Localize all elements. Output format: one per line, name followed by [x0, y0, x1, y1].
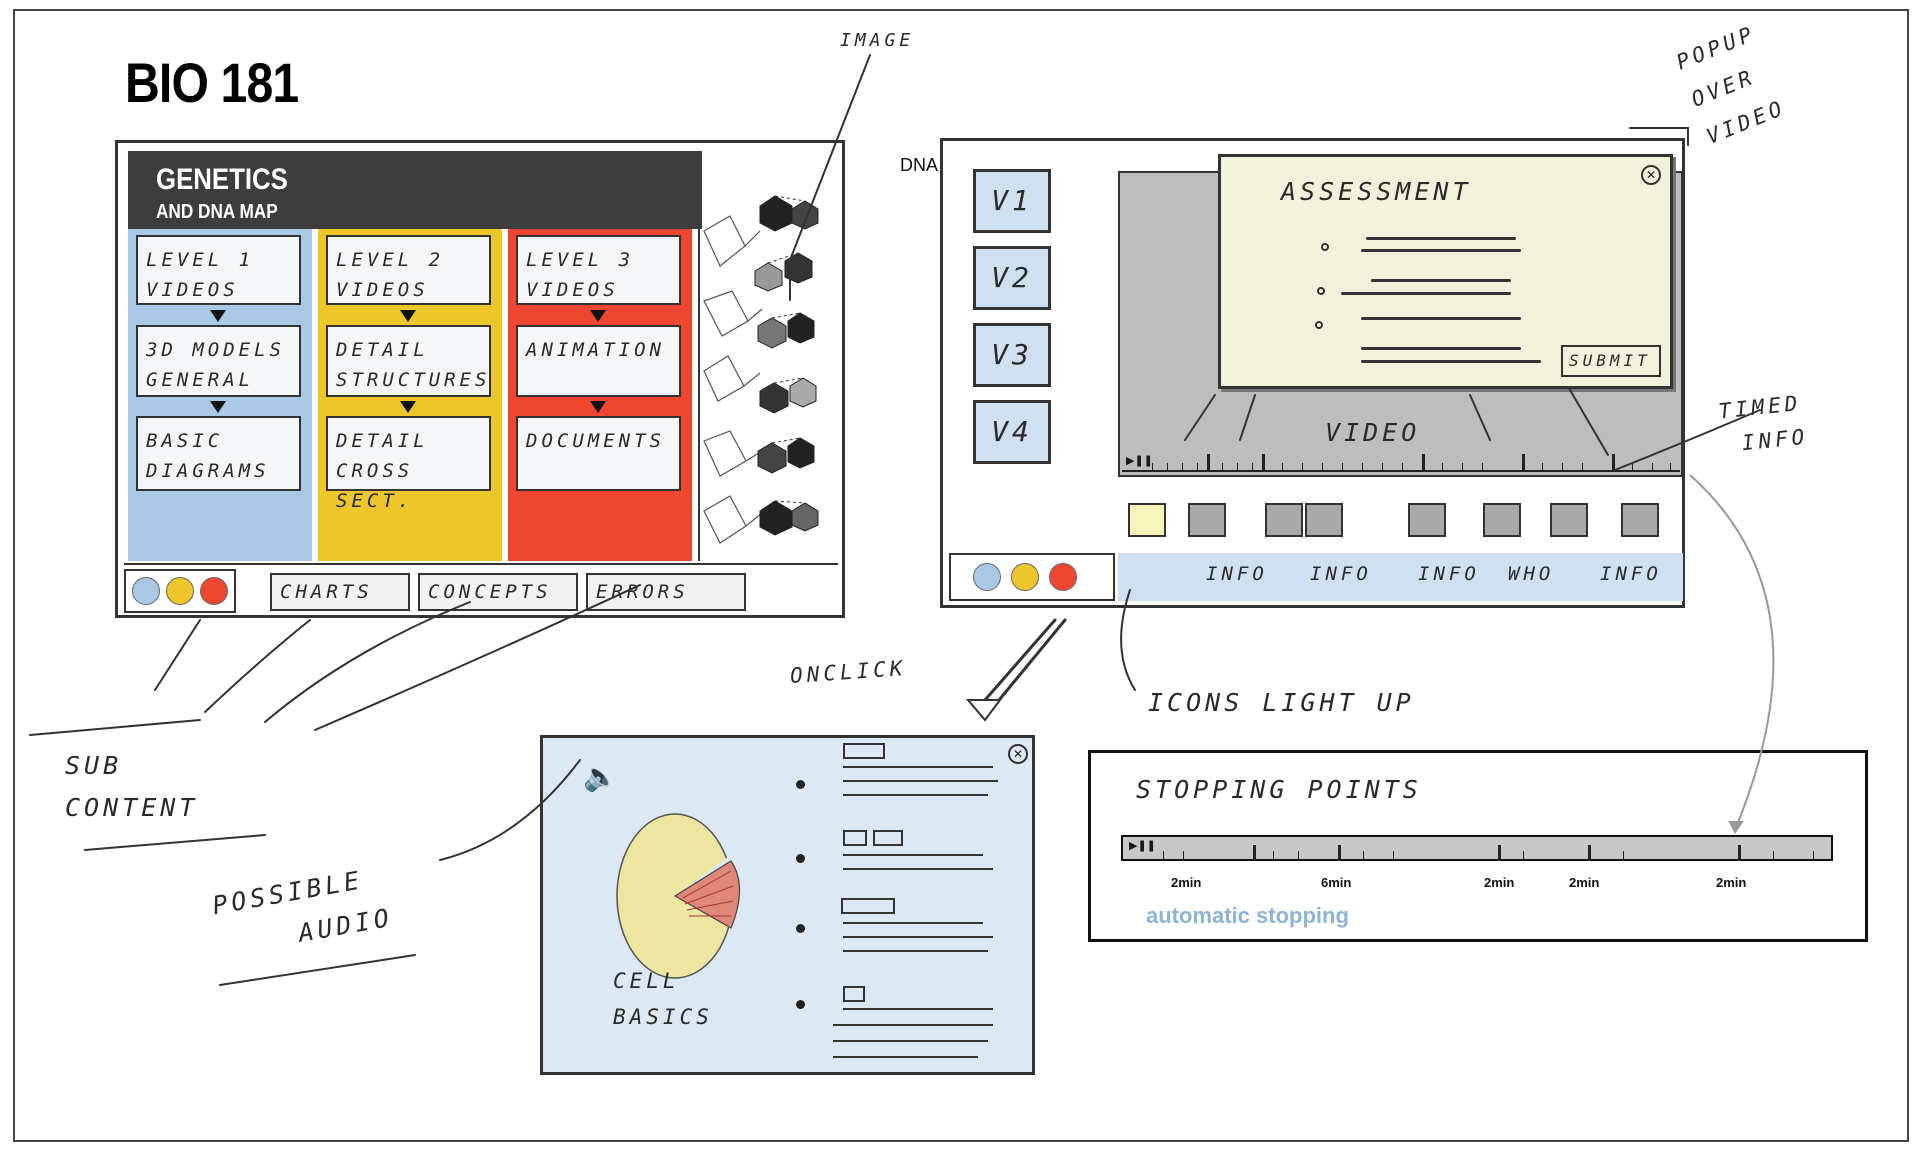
detail-structures-button[interactable]: DETAIL STRUCTURES — [326, 325, 491, 397]
animation-button[interactable]: ANIMATION — [516, 325, 681, 397]
list-thumbnail[interactable] — [843, 830, 867, 846]
video-button-v3[interactable]: V3 — [973, 323, 1051, 387]
tab-charts[interactable]: CHARTS — [270, 573, 410, 611]
video-player-mockup: V1 V2 V3 V4 VIDEO ▶❚❚ ASSESSMENT ✕ SUBMI… — [940, 138, 1685, 608]
info-link[interactable]: INFO — [1600, 563, 1662, 585]
arrow-down-icon — [590, 401, 606, 413]
stop-thumbnail[interactable] — [1621, 503, 1659, 537]
stop-thumbnail[interactable] — [1483, 503, 1521, 537]
stopping-points-title: STOPPING POINTS — [1136, 775, 1422, 804]
video-timeline[interactable]: ▶❚❚ — [1122, 454, 1680, 472]
video-button-v2[interactable]: V2 — [973, 246, 1051, 310]
stopping-timeline[interactable]: ▶❚❚ — [1121, 835, 1833, 861]
cell-illustration — [616, 813, 743, 979]
arrow-down-icon — [210, 310, 226, 322]
map-title: GENETICS — [156, 163, 288, 196]
popup-title: ASSESSMENT — [1281, 177, 1472, 206]
dna-image-area — [698, 151, 838, 561]
stop-thumbnail[interactable] — [1305, 503, 1343, 537]
time-label: 2min — [1484, 875, 1515, 890]
color-dots — [124, 569, 236, 613]
level-3-dot[interactable] — [1049, 563, 1077, 591]
genetics-map-mockup: GENETICS AND DNA MAP DNA LEVEL 1 VIDEOS … — [115, 140, 938, 618]
stop-thumbnail[interactable] — [1408, 503, 1446, 537]
level-3-dot[interactable] — [200, 577, 228, 605]
level-1-dot[interactable] — [973, 563, 1001, 591]
course-title: BIO 181 — [125, 51, 299, 114]
info-link[interactable]: INFO — [1206, 563, 1268, 585]
list-thumbnail[interactable] — [873, 830, 903, 846]
list-bullet — [796, 924, 805, 933]
close-icon[interactable]: ✕ — [1641, 165, 1661, 185]
level-1-dot[interactable] — [132, 577, 160, 605]
map-subtitle: AND DNA MAP — [156, 201, 278, 223]
dna-label: DNA — [900, 155, 939, 175]
list-thumbnail[interactable] — [843, 743, 885, 759]
list-bullet — [796, 1000, 805, 1009]
3d-models-button[interactable]: 3D MODELS GENERAL — [136, 325, 301, 397]
level-2-videos-button[interactable]: LEVEL 2 VIDEOS — [326, 235, 491, 305]
sub-content-note: SUB CONTENT — [65, 751, 199, 822]
submit-button[interactable]: SUBMIT — [1561, 345, 1661, 377]
radio-option[interactable] — [1317, 287, 1325, 295]
arrow-down-icon — [400, 401, 416, 413]
timed-info-note: TIMED INFO — [1717, 390, 1810, 456]
list-thumbnail[interactable] — [841, 898, 895, 914]
stopping-points-box: STOPPING POINTS ▶❚❚ 2min 6min 2min 2min … — [1088, 750, 1868, 942]
cell-basics-label: CELL BASICS — [613, 969, 713, 1029]
stop-thumbnail[interactable] — [1550, 503, 1588, 537]
level-2-dot[interactable] — [1011, 563, 1039, 591]
tab-concepts[interactable]: CONCEPTS — [418, 573, 578, 611]
stop-thumbnail[interactable] — [1188, 503, 1226, 537]
arrow-down-icon — [400, 310, 416, 322]
who-link[interactable]: WHO — [1508, 563, 1555, 585]
speaker-icon[interactable]: 🔈 — [583, 760, 618, 793]
radio-option[interactable] — [1315, 321, 1323, 329]
video-button-v1[interactable]: V1 — [973, 169, 1051, 233]
video-label: VIDEO — [1325, 418, 1421, 447]
info-link[interactable]: INFO — [1310, 563, 1372, 585]
bottom-strip — [124, 563, 838, 613]
close-icon[interactable]: ✕ — [1008, 744, 1028, 764]
detail-cross-section-button[interactable]: DETAIL CROSS SECT. — [326, 416, 491, 512]
color-dots — [949, 553, 1115, 601]
info-link[interactable]: INFO — [1418, 563, 1480, 585]
time-label: 2min — [1716, 875, 1747, 890]
list-thumbnail[interactable] — [843, 986, 865, 1002]
list-bullet — [796, 780, 805, 789]
documents-button[interactable]: DOCUMENTS — [516, 416, 681, 491]
play-icon[interactable]: ▶❚❚ — [1126, 454, 1153, 467]
stop-thumbnail[interactable] — [1265, 503, 1303, 537]
stop-thumbnail-lit[interactable] — [1128, 503, 1166, 537]
dna-illustration — [703, 195, 819, 544]
arrow-down-icon — [590, 310, 606, 322]
time-label: 6min — [1321, 875, 1352, 890]
basic-diagrams-button[interactable]: BASIC DIAGRAMS — [136, 416, 301, 491]
play-icon[interactable]: ▶❚❚ — [1129, 839, 1156, 852]
info-bar: INFO INFO INFO WHO INFO — [1118, 553, 1683, 601]
level-2-dot[interactable] — [166, 577, 194, 605]
image-note: IMAGE — [840, 30, 915, 51]
level-1-videos-button[interactable]: LEVEL 1 VIDEOS — [136, 235, 301, 305]
icons-light-up-note: ICONS LIGHT UP — [1148, 688, 1415, 717]
arrow-down-icon — [210, 401, 226, 413]
level-3-videos-button[interactable]: LEVEL 3 VIDEOS — [516, 235, 681, 305]
assessment-popup: ASSESSMENT ✕ SUBMIT — [1218, 154, 1673, 389]
content-popup-card: 🔈 ✕ CELL BASICS — [540, 735, 1035, 1075]
time-label: 2min — [1569, 875, 1600, 890]
time-label: 2min — [1171, 875, 1202, 890]
automatic-stopping-caption: automatic stopping — [1146, 903, 1349, 928]
list-bullet — [796, 854, 805, 863]
video-button-v4[interactable]: V4 — [973, 400, 1051, 464]
tab-errors[interactable]: ERRORS — [586, 573, 746, 611]
radio-option[interactable] — [1321, 243, 1329, 251]
title-bar: GENETICS AND DNA MAP — [128, 151, 702, 229]
